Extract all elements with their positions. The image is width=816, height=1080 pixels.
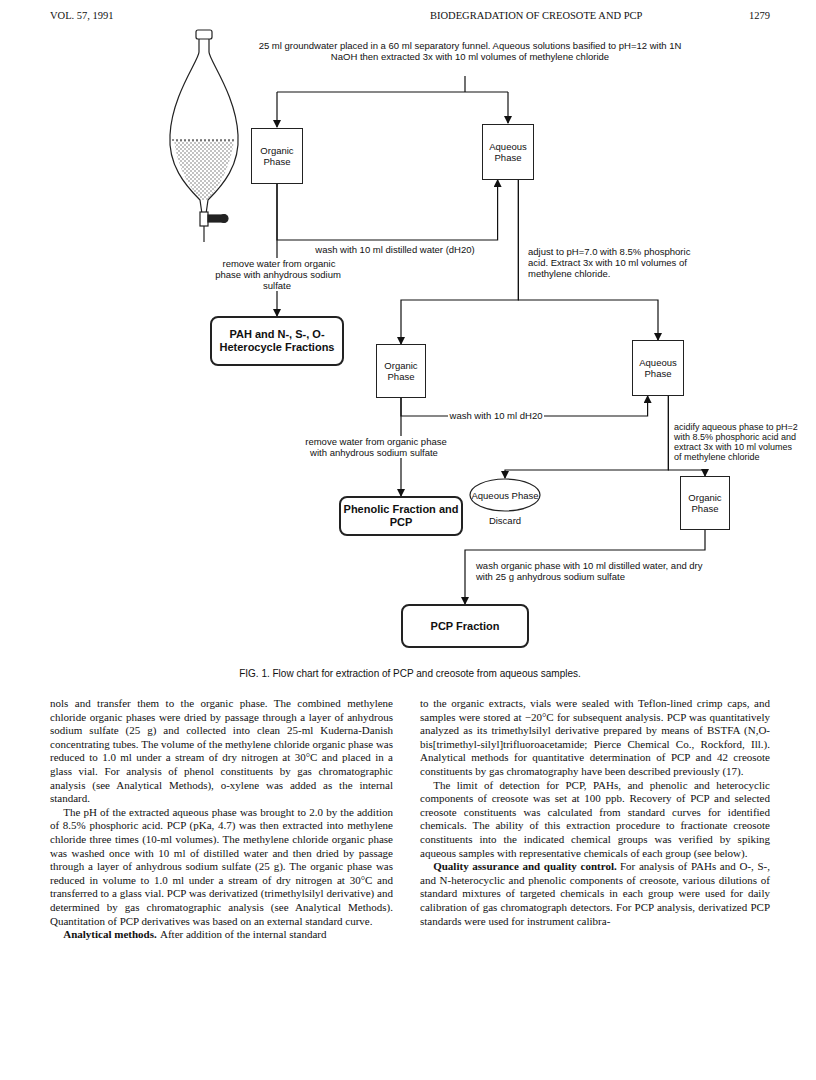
figure-caption: FIG. 1. Flow chart for extraction of PCP…	[50, 668, 770, 679]
page-number: 1279	[720, 10, 770, 21]
fraction-box: Phenolic Fraction and PCP	[339, 496, 463, 536]
body-text: After addition of the internal standard	[160, 928, 326, 940]
paragraph: The pH of the extracted aqueous phase wa…	[50, 806, 393, 928]
running-head: VOL. 57, 1991	[50, 10, 170, 21]
paragraph: Quality assurance and quality control.Fo…	[420, 860, 770, 928]
step-note: 25 ml groundwater placed in a 60 ml sepa…	[250, 40, 690, 62]
text-column: nols and transfer them to the organic ph…	[50, 697, 393, 942]
step-note: adjust to pH=7.0 with 8.5% phosphoric ac…	[528, 246, 708, 279]
connector	[505, 396, 668, 478]
phase-box: Aqueous Phase	[482, 124, 534, 180]
node-label: Organic Phase	[681, 492, 729, 514]
paragraph: nols and transfer them to the organic ph…	[50, 697, 393, 806]
step-label: wash organic phase with 10 ml distilled …	[476, 560, 721, 582]
paragraph: The limit of detection for PCP, PAHs, an…	[420, 779, 770, 861]
node-label: PCP Fraction	[431, 620, 500, 633]
paragraph: Analytical methods.After addition of the…	[50, 928, 393, 942]
step-label: remove water from organic phase with anh…	[212, 258, 344, 291]
phase-box: Organic Phase	[680, 476, 730, 530]
step-label: wash with 10 ml distilled water (dH20)	[300, 244, 490, 255]
phase-box: Organic Phase	[376, 344, 426, 398]
node-label: Aqueous Phase	[471, 490, 538, 501]
body-paragraph: The limit of detection for PCP, PAHs, an…	[420, 779, 770, 859]
connector-label: wash with 10 ml distilled water (dH20)	[315, 244, 474, 255]
node-note: Discard	[469, 515, 541, 526]
node-label: Aqueous Phase	[483, 141, 533, 163]
node-label: Organic Phase	[377, 360, 425, 382]
step-note: acidify aqueous phase to pH=2 with 8.5% …	[674, 422, 802, 462]
paragraph: to the organic extracts, vials were seal…	[420, 697, 770, 779]
phase-box: Organic Phase	[251, 128, 303, 184]
node-label: Aqueous Phase	[633, 357, 683, 379]
body-paragraph: nols and transfer them to the organic ph…	[50, 697, 393, 804]
connector	[401, 180, 518, 344]
body-paragraph: The pH of the extracted aqueous phase wa…	[50, 806, 393, 927]
connector	[465, 530, 705, 604]
connector	[276, 184, 277, 316]
connector-label: remove water from organic phase with anh…	[303, 436, 447, 458]
running-head: BIODEGRADATION OF CREOSOTE AND PCP	[430, 10, 700, 21]
body-paragraph: to the organic extracts, vials were seal…	[420, 697, 770, 777]
connector-label: wash with 10 ml dH20	[448, 410, 545, 421]
fraction-box: PAH and N-, S-, O- Heterocycle Fractions	[210, 316, 344, 366]
node-label: Organic Phase	[252, 145, 302, 167]
node-label: PAH and N-, S-, O- Heterocycle Fractions	[212, 328, 342, 354]
discard-ellipse: Aqueous PhaseDiscard	[469, 478, 541, 512]
fraction-box: PCP Fraction	[401, 604, 529, 648]
run-in-heading: Quality assurance and quality control.	[433, 860, 617, 872]
step-label: wash with 10 ml dH20	[440, 410, 552, 421]
connector-label: wash organic phase with 10 ml distilled …	[476, 560, 703, 582]
step-label: remove water from organic phase with anh…	[300, 436, 450, 458]
phase-box: Aqueous Phase	[632, 340, 684, 396]
run-in-heading: Analytical methods.	[63, 928, 157, 940]
connector	[277, 180, 498, 240]
split-lines	[277, 76, 508, 127]
connector-label: remove water from organic phase with anh…	[215, 258, 341, 291]
separatory-funnel	[170, 30, 238, 242]
text-column: to the organic extracts, vials were seal…	[420, 697, 770, 928]
node-label: Phenolic Fraction and PCP	[341, 503, 461, 529]
